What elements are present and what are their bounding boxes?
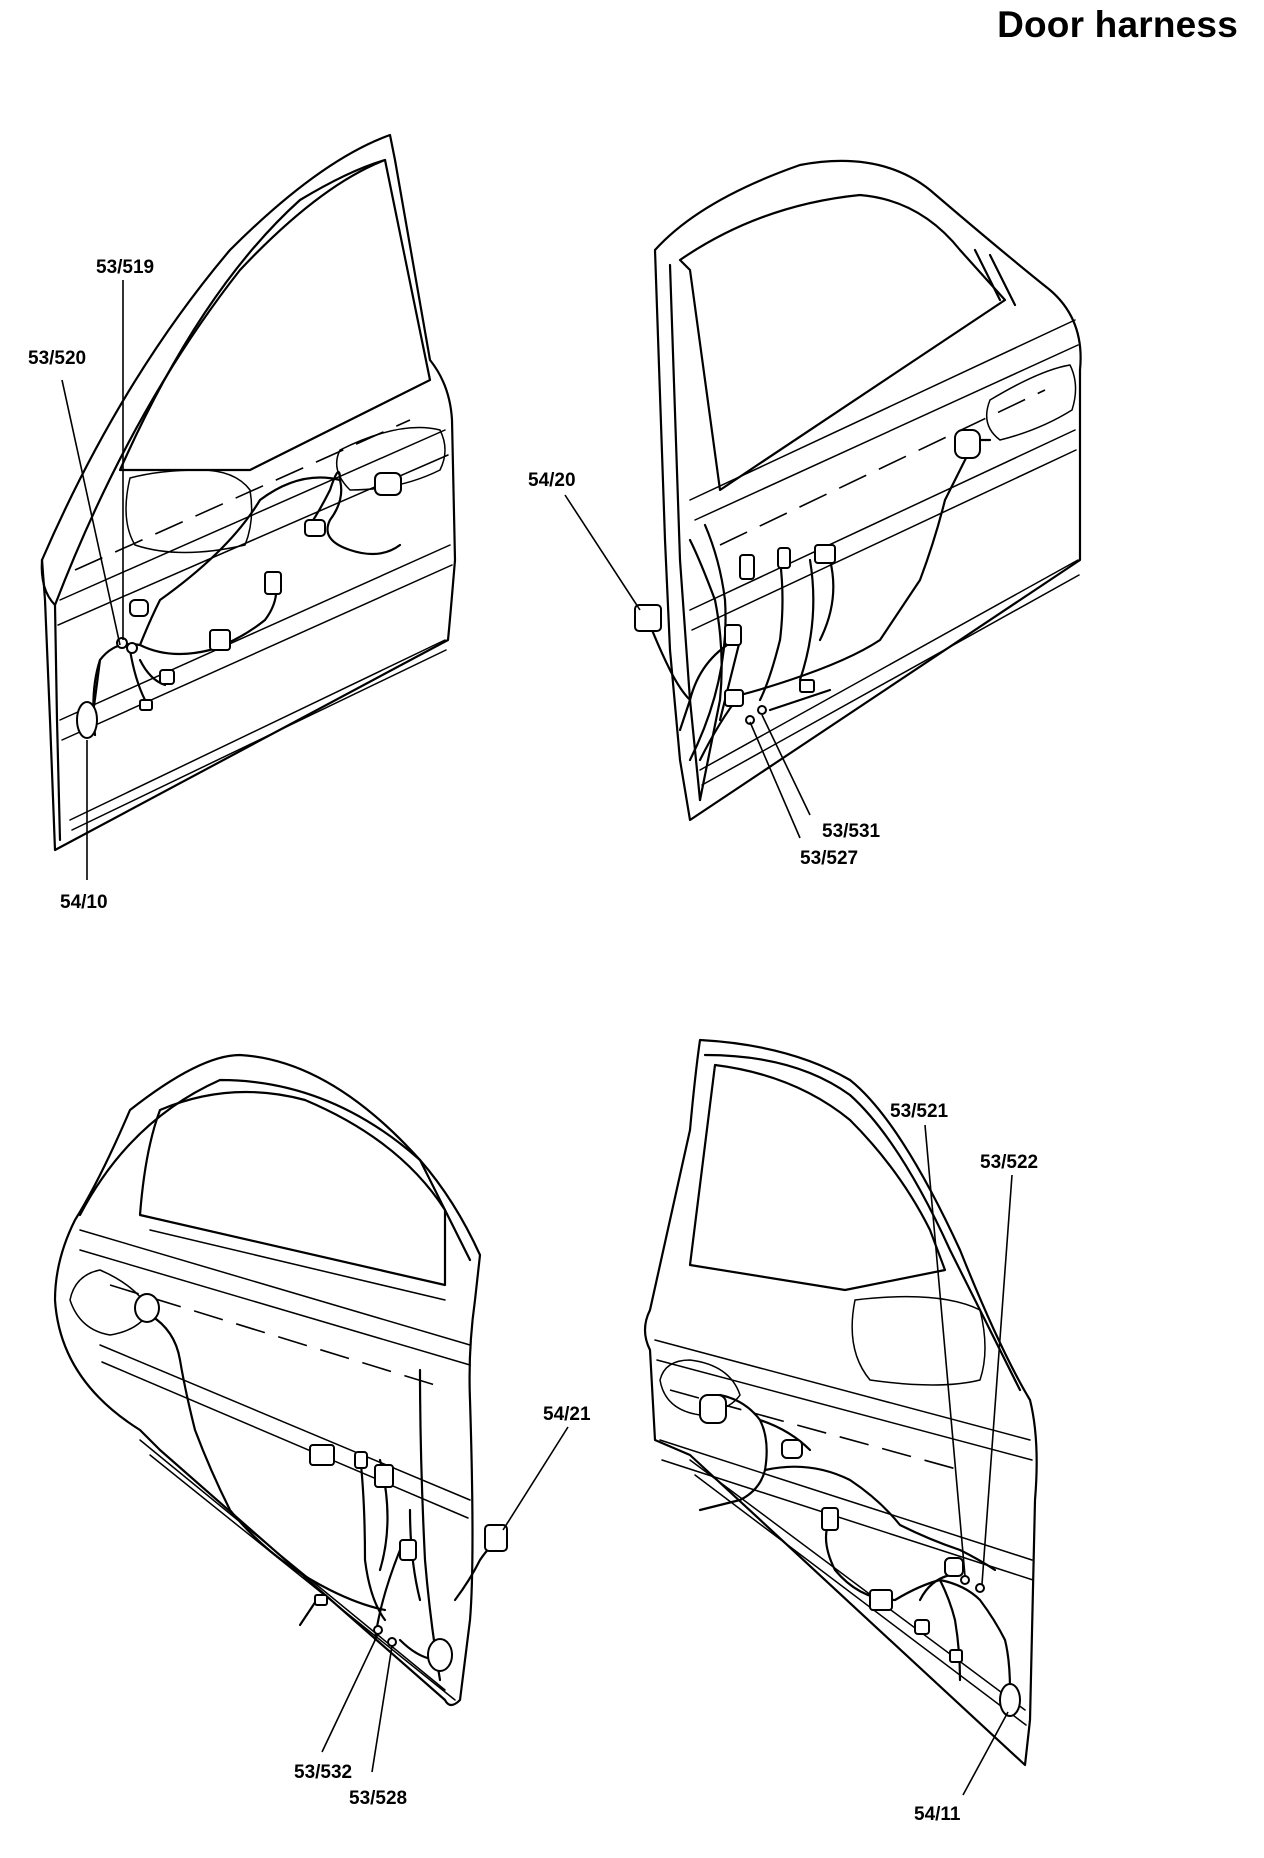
- connector: [264, 571, 282, 595]
- splice-point: [387, 1637, 397, 1647]
- leader-line: [749, 721, 801, 839]
- leader-line: [321, 1633, 379, 1753]
- connector: [159, 669, 175, 685]
- label-53-531: 53/531: [822, 821, 881, 842]
- rear-right-door: 54/20 53/531 53/527: [528, 159, 1082, 869]
- leader-line: [371, 1645, 393, 1773]
- grommet-54-10: [76, 701, 98, 739]
- connector: [304, 519, 326, 537]
- grommet-54-20: [634, 604, 662, 632]
- label-53-528: 53/528: [349, 1788, 407, 1809]
- connector: [914, 1619, 930, 1635]
- connector: [954, 429, 981, 459]
- grommet-54-11: [999, 1683, 1021, 1717]
- leader-line: [502, 1426, 569, 1531]
- leader-line: [981, 1174, 1013, 1585]
- splice-point: [757, 705, 767, 715]
- connector: [209, 629, 231, 651]
- label-54-10: 54/10: [60, 892, 108, 913]
- connector: [869, 1589, 893, 1611]
- connector: [354, 1451, 368, 1469]
- leader-line: [61, 379, 121, 646]
- connector: [374, 472, 402, 496]
- connector: [374, 1464, 394, 1488]
- leader-line: [564, 494, 641, 611]
- splice-point: [975, 1583, 985, 1593]
- connector: [724, 624, 742, 646]
- connector: [699, 1394, 727, 1424]
- front-left-door: 53/519 53/520 54/10: [28, 133, 457, 913]
- connector: [799, 679, 815, 693]
- connector: [427, 1638, 453, 1672]
- rear-left-door: 54/21 53/532 53/528: [53, 1053, 591, 1809]
- splice-point: [373, 1625, 383, 1635]
- leader-line: [924, 1124, 966, 1577]
- connector: [314, 1594, 328, 1606]
- page-title: Door harness: [997, 4, 1238, 45]
- connector: [724, 689, 744, 707]
- connector: [944, 1557, 964, 1577]
- connector: [777, 547, 791, 569]
- connector: [399, 1539, 417, 1561]
- connector: [739, 554, 755, 580]
- label-53-522: 53/522: [980, 1152, 1038, 1173]
- label-54-11: 54/11: [914, 1804, 961, 1825]
- label-53-521: 53/521: [890, 1101, 949, 1122]
- connector: [129, 599, 149, 617]
- leader-line: [962, 1711, 1009, 1796]
- label-54-20: 54/20: [528, 470, 576, 491]
- front-right-door: 53/521 53/522 54/11: [643, 1038, 1038, 1825]
- connector: [139, 699, 153, 711]
- label-53-520: 53/520: [28, 348, 86, 369]
- connector: [949, 1649, 963, 1663]
- grommet-54-21: [484, 1524, 508, 1552]
- label-54-21: 54/21: [543, 1404, 591, 1425]
- label-53-519: 53/519: [96, 257, 154, 278]
- connector: [309, 1444, 335, 1466]
- connector: [814, 544, 836, 564]
- label-53-527: 53/527: [800, 848, 858, 869]
- connector: [134, 1293, 160, 1323]
- splice-point: [126, 642, 138, 654]
- connector: [821, 1507, 839, 1531]
- label-53-532: 53/532: [294, 1762, 352, 1783]
- leader-line: [761, 714, 811, 816]
- connector: [781, 1439, 803, 1459]
- splice-point: [960, 1575, 970, 1585]
